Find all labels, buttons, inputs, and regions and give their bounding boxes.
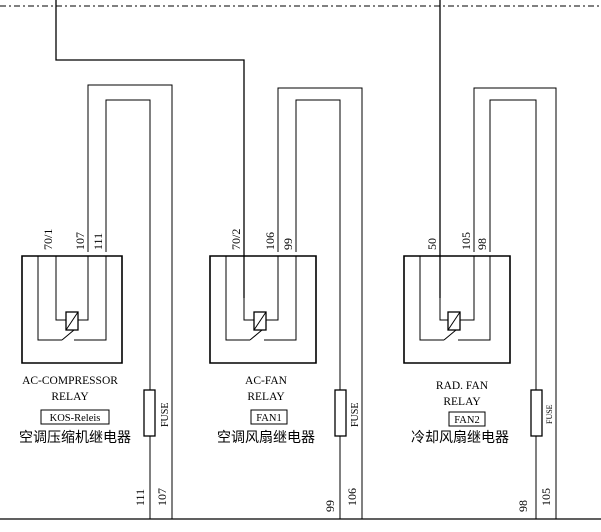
- fuse-label: FUSE: [545, 404, 554, 424]
- relay-name-line2: RELAY: [247, 391, 285, 403]
- switch-contact: [443, 329, 457, 341]
- wire-number: 105: [539, 488, 553, 506]
- relay-chinese-name: 空调压缩机继电器: [19, 430, 131, 446]
- pin-label: 107: [73, 232, 87, 250]
- relay-code-box: [448, 411, 486, 427]
- relay-name-line2: RELAY: [51, 391, 89, 403]
- wire-99: [295, 99, 341, 519]
- coil-line: [439, 298, 448, 321]
- pin-label: 106: [263, 232, 277, 250]
- relay-coil-mark: [65, 311, 79, 331]
- relay-housing: [21, 255, 123, 364]
- relay-code: FAN2: [454, 415, 479, 426]
- wire-number: 106: [345, 488, 359, 506]
- coil-line: [264, 256, 279, 321]
- relay-group-rad-fan: 50 105 98 FUSE RAD. FAN RELAY FAN2 冷却风扇继…: [403, 0, 557, 519]
- fuse-symbol: [530, 389, 543, 437]
- switch-contact: [249, 329, 263, 341]
- relay-name: RAD. FAN: [436, 380, 489, 392]
- relay-housing: [403, 255, 511, 364]
- pin-label: 105: [459, 232, 473, 250]
- wire-111: [105, 99, 151, 519]
- coil-line: [76, 256, 89, 321]
- relay-chinese-name: 空调风扇继电器: [217, 430, 315, 446]
- fuse-label: FUSE: [350, 403, 361, 427]
- relay-name: AC-FAN: [245, 375, 288, 387]
- wire-107: [87, 84, 173, 519]
- pin-label: 50: [425, 238, 439, 250]
- relay-code: KOS-Releis: [50, 413, 101, 424]
- contact-line: [264, 256, 297, 341]
- pin-label: 98: [475, 238, 489, 250]
- contact-line: [458, 256, 491, 341]
- relay-group-ac-compressor: 70/1 107 111 FUSE AC-COMPRESSOR RELAY KO…: [19, 0, 245, 519]
- fuse-symbol: [143, 389, 156, 437]
- relay-code: FAN1: [256, 413, 281, 424]
- relay-group-ac-fan: 70/2 106 99 FUSE AC-FAN RELAY FAN1 空调风扇继…: [209, 87, 363, 519]
- coil-line: [243, 298, 254, 321]
- pin-label: 70/2: [229, 229, 243, 250]
- relay-housing: [209, 255, 317, 364]
- contact-line: [37, 256, 62, 341]
- coil-line: [458, 256, 475, 321]
- wire-number: 98: [516, 500, 530, 512]
- wire-106: [277, 87, 363, 519]
- wire-105: [473, 87, 557, 519]
- contact-line: [74, 256, 107, 341]
- pin-label: 99: [281, 238, 295, 250]
- relay-name-line2: RELAY: [443, 396, 481, 408]
- fuse-symbol: [334, 389, 347, 437]
- wire-number: 107: [155, 488, 169, 506]
- supply-wire-70-1: [55, 0, 245, 298]
- relay-coil-mark: [447, 311, 461, 331]
- pin-label: 70/1: [41, 229, 55, 250]
- contact-line: [419, 256, 444, 341]
- relay-code-box: [250, 409, 288, 425]
- pin-label: 111: [91, 233, 105, 250]
- wire-98: [489, 99, 537, 519]
- relay-name: AC-COMPRESSOR: [22, 375, 118, 387]
- coil-line: [55, 256, 68, 321]
- relay-chinese-name: 冷却风扇继电器: [411, 430, 509, 446]
- wire-number: 99: [323, 500, 337, 512]
- relay-coil-mark: [253, 311, 267, 331]
- wire-number: 111: [133, 489, 147, 506]
- contact-line: [225, 256, 250, 341]
- switch-contact: [61, 329, 75, 341]
- relay-code-box: [40, 409, 110, 425]
- fuse-label: FUSE: [160, 403, 171, 427]
